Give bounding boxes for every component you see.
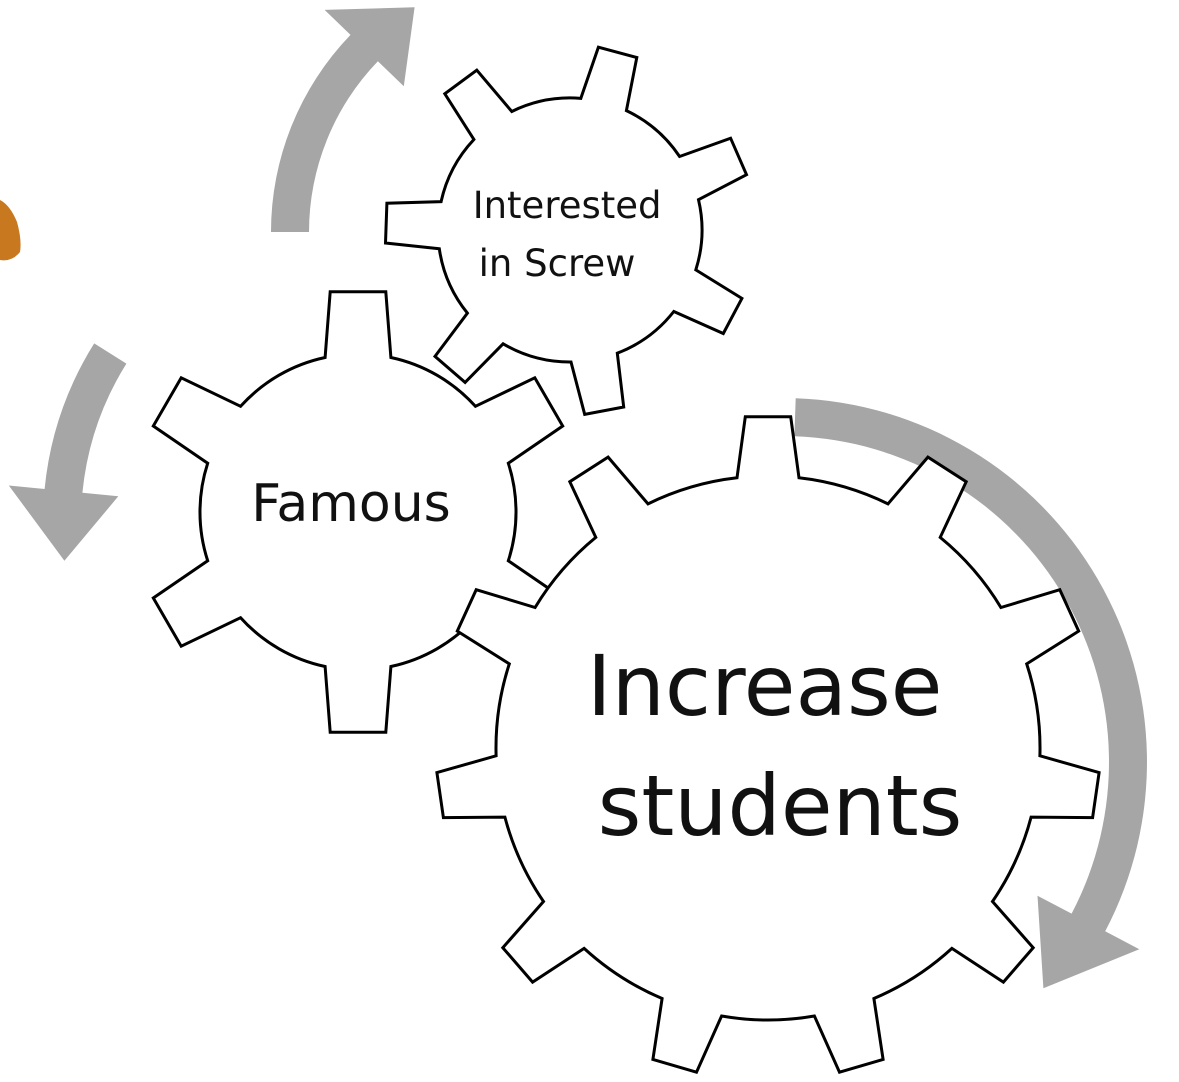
gear-increase-line-1: Increase bbox=[587, 637, 942, 735]
cycle-arrow-right bbox=[794, 398, 1147, 989]
gear-interested-shape bbox=[383, 45, 749, 417]
gear-increase-label: Increase students bbox=[587, 637, 969, 855]
gear-interested-line-1: Interested bbox=[473, 184, 662, 227]
gear-increase-line-2: students bbox=[598, 757, 963, 855]
partial-orange-image bbox=[0, 200, 21, 261]
cycle-arrow-left bbox=[8, 343, 127, 561]
gear-famous: Famous bbox=[151, 290, 565, 734]
gear-interested-label: Interested in Screw bbox=[473, 184, 674, 285]
cycle-arrow-top bbox=[271, 7, 415, 232]
gear-famous-label: Famous bbox=[251, 474, 451, 534]
gear-famous-line-1: Famous bbox=[251, 474, 451, 534]
gear-increase: Increase students bbox=[435, 415, 1101, 1075]
gear-increase-shape bbox=[435, 415, 1101, 1075]
gear-interested: Interested in Screw bbox=[383, 45, 749, 417]
gear-interested-line-2: in Screw bbox=[479, 242, 636, 285]
